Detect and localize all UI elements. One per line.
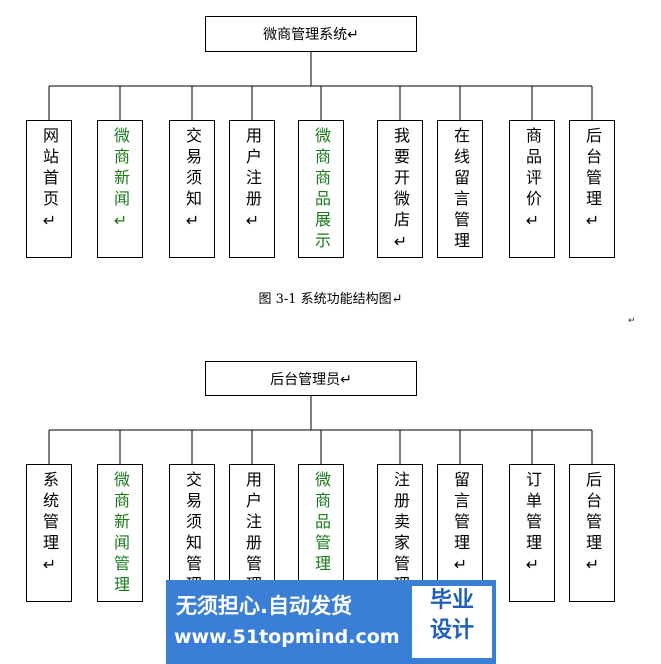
leaf-node-label: 订单管理↵	[523, 471, 542, 579]
leaf-node-label: 用户注册管理	[243, 471, 262, 597]
leaf-node: 用户注册↵	[229, 120, 275, 258]
leaf-node-label: 微商品管理	[312, 471, 331, 576]
leaf-node: 后台管理↵	[569, 120, 615, 258]
leaf-node-label: 在线留言管理	[451, 127, 470, 253]
leaf-node-label: 交易须知↵	[183, 127, 202, 235]
watermark-brand-line2: 设计	[429, 618, 474, 643]
leaf-node: 微商新闻↵	[97, 120, 143, 258]
leaf-node: 留言管理↵	[437, 464, 483, 602]
leaf-node-label: 用户注册↵	[243, 127, 262, 235]
leaf-node: 订单管理↵	[509, 464, 555, 602]
watermark-brand: 毕业 设计	[412, 586, 492, 658]
watermark-banner: 无须担心.自动发货 www.51topmind.com 毕业 设计	[166, 580, 496, 664]
leaf-node: 商品评价↵	[509, 120, 555, 258]
diagram1-connectors	[48, 52, 593, 120]
leaf-node-label: 交易须知管理	[183, 471, 202, 597]
leaf-node-label: 微商新闻↵	[111, 127, 130, 235]
figure-caption: 图 3-1 系统功能结构图↵	[258, 292, 403, 307]
leaf-node: 微商新闻管理	[97, 464, 143, 602]
leaf-node: 微商商品展示	[298, 120, 344, 258]
watermark-url: www.51topmind.com	[174, 626, 400, 648]
leaf-node-label: 后台管理↵	[583, 127, 602, 235]
paragraph-mark: ↵	[628, 316, 636, 326]
leaf-node: 系统管理↵	[26, 464, 72, 602]
diagram2-connectors	[48, 396, 593, 464]
leaf-node-label: 留言管理↵	[451, 471, 470, 579]
leaf-node-label: 微商新闻管理	[111, 471, 130, 597]
leaf-node: 我要开微店↵	[377, 120, 423, 258]
leaf-node: 微商品管理	[298, 464, 344, 602]
leaf-node: 交易须知↵	[169, 120, 215, 258]
root-node-system: 微商管理系统↵	[205, 16, 417, 52]
root-node-admin: 后台管理员↵	[205, 361, 417, 396]
leaf-node: 网站首页↵	[26, 120, 72, 258]
leaf-node: 用户注册管理	[229, 464, 275, 602]
leaf-node-label: 商品评价↵	[523, 127, 542, 235]
watermark-text-area: 无须担心.自动发货 www.51topmind.com	[166, 580, 410, 664]
leaf-node: 在线留言管理	[437, 120, 483, 258]
leaf-node: 交易须知管理	[169, 464, 215, 602]
leaf-node-label: 微商商品展示	[312, 127, 331, 253]
leaf-node-label: 注册卖家管理	[391, 471, 410, 597]
leaf-node-label: 网站首页↵	[40, 127, 59, 235]
leaf-node-label: 系统管理↵	[40, 471, 59, 579]
leaf-node-label: 后台管理↵	[583, 471, 602, 579]
watermark-brand-line1: 毕业	[429, 588, 474, 613]
root-node-label: 微商管理系统↵	[263, 27, 359, 43]
leaf-node: 注册卖家管理	[377, 464, 423, 602]
leaf-node: 后台管理↵	[569, 464, 615, 602]
root-node-label: 后台管理员↵	[270, 371, 352, 388]
watermark-slogan: 无须担心.自动发货	[176, 594, 352, 618]
leaf-node-label: 我要开微店↵	[391, 127, 410, 256]
